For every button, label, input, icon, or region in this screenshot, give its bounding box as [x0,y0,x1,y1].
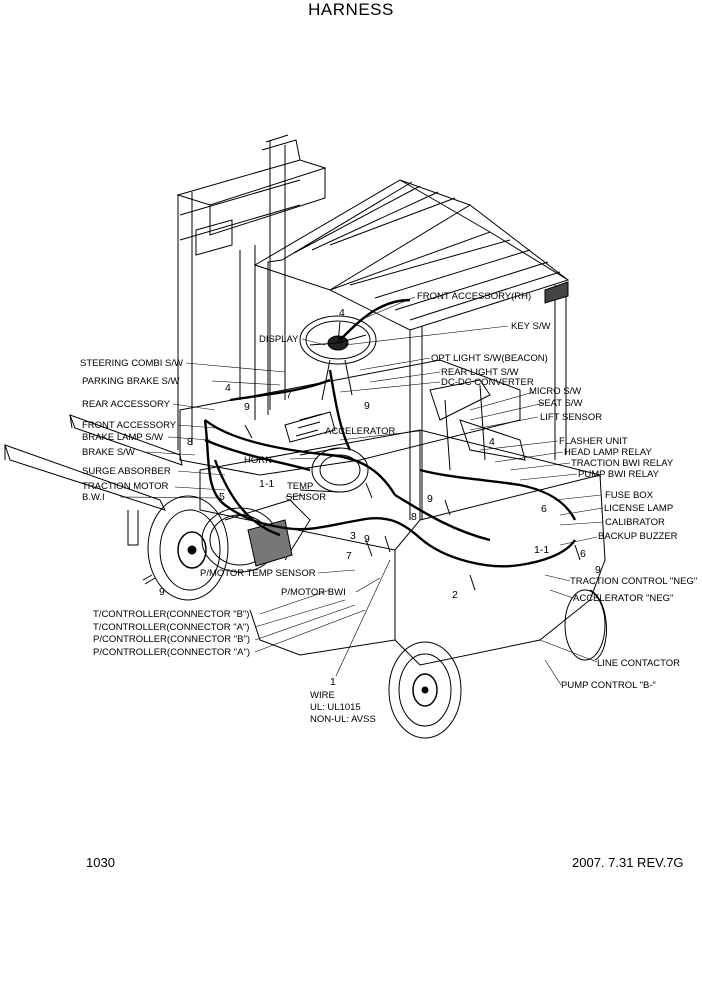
label-fuse-box: FUSE BOX [605,490,654,501]
label-traction-bwi-relay: TRACTION BWI RELAY [571,458,674,469]
label-rear-light: REAR LIGHT S/W [441,367,519,378]
label-seat-sw: SEAT S/W [538,398,583,409]
page-title: HARNESS [308,0,394,19]
part-number: 1-1 [259,478,275,490]
label-surge-absorber: SURGE ABSORBER [82,466,171,477]
part-number: 6 [580,548,586,560]
part-number: 7 [346,550,352,562]
label-ul: UL: UL1015 [310,702,361,713]
label-brake-sw: BRAKE S/W [82,447,135,458]
label-flasher-unit: FLASHER UNIT [559,436,628,447]
label-head-lamp-relay: HEAD LAMP RELAY [564,447,652,458]
label-dc-dc: DC-DC CONVERTER [441,377,534,388]
part-number: 6 [541,503,547,515]
rear-wheel [388,641,462,739]
motor-right [299,447,369,493]
label-wire: WIRE [310,690,335,701]
part-number: 9 [364,533,370,545]
overhead-guard [253,179,570,520]
clamps [142,424,581,591]
part-number: 3 [350,530,356,542]
mast [176,134,327,450]
part-number: 9 [159,586,165,598]
label-pump-bwi-relay: PUMP BWI RELAY [578,469,659,480]
label-micro-sw: MICRO S/W [529,386,582,397]
part-number: 1 [330,676,336,688]
part-number: 9 [244,401,250,413]
label-license-lamp: LICENSE LAMP [604,503,674,514]
label-calibrator: CALIBRATOR [605,517,665,528]
part-number: 9 [595,564,601,576]
front-wheel-left [147,495,229,601]
label-pmotor-bwi: P/MOTOR BWI [281,587,346,598]
label-tcon-b: T/CONTROLLER(CONNECTOR "B") [93,609,250,620]
part-number: 4 [225,382,231,394]
forks [4,414,183,546]
traction-motor-drum [201,499,311,573]
label-rear-accessory: REAR ACCESSORY [82,399,170,410]
leader-lines [119,296,604,686]
label-pcon-a: P/CONTROLLER(CONNECTOR "A") [93,647,251,658]
wiring-harness [203,298,577,568]
part-number: 8 [187,436,193,448]
label-temp: TEMP [287,481,314,492]
part-number: 9 [364,400,370,412]
label-key-sw: KEY S/W [511,321,551,332]
part-number: 2 [452,589,458,601]
part-number: 7 [286,389,292,401]
label-pmotor-temp: P/MOTOR TEMP SENSOR [200,568,316,579]
part-number: 5 [219,491,225,503]
label-bwi: B.W.I [82,492,105,503]
part-number: 4 [339,307,345,319]
label-non-ul: NON-UL: AVSS [310,714,376,725]
label-opt-light: OPT LIGHT S/W(BEACON) [431,353,548,364]
part-number: 9 [427,493,433,505]
part-number: 8 [411,511,417,523]
label-lift-sensor: LIFT SENSOR [540,412,603,423]
label-traction-motor: TRACTION MOTOR [82,481,169,492]
label-accelerator-neg: ACCELERATOR "NEG" [573,593,674,604]
steering-wheel [299,315,377,401]
label-pump-control: PUMP CONTROL "B-" [561,680,656,691]
label-steering-combi: STEERING COMBI S/W [80,358,183,369]
label-parking-brake: PARKING BRAKE S/W [82,376,180,387]
label-display: DISPLAY [259,334,299,345]
revision-date: 2007. 7.31 REV.7G [572,855,684,870]
label-brake-lamp: BRAKE LAMP S/W [82,432,164,443]
label-horn: HORN [244,455,272,466]
label-backup-buzzer: BACKUP BUZZER [598,531,678,542]
label-accelerator: ACCELERATOR [325,426,396,437]
part-number: 4 [489,436,495,448]
label-pcon-b: P/CONTROLLER(CONNECTOR "B") [93,634,251,645]
label-sensor: SENSOR [286,492,327,503]
label-line-contactor: LINE CONTACTOR [597,658,681,669]
part-number: 1-1 [534,544,550,556]
label-front-accessory: FRONT ACCESSORY [82,420,177,431]
page-number: 1030 [86,855,115,870]
label-front-accessory-rh: FRONT ACCESSORY(RH) [417,291,532,302]
label-traction-control-neg: TRACTION CONTROL "NEG" [570,576,698,587]
rear-wheel-right [564,589,607,661]
label-tcon-a: T/CONTROLLER(CONNECTOR "A") [93,622,250,633]
